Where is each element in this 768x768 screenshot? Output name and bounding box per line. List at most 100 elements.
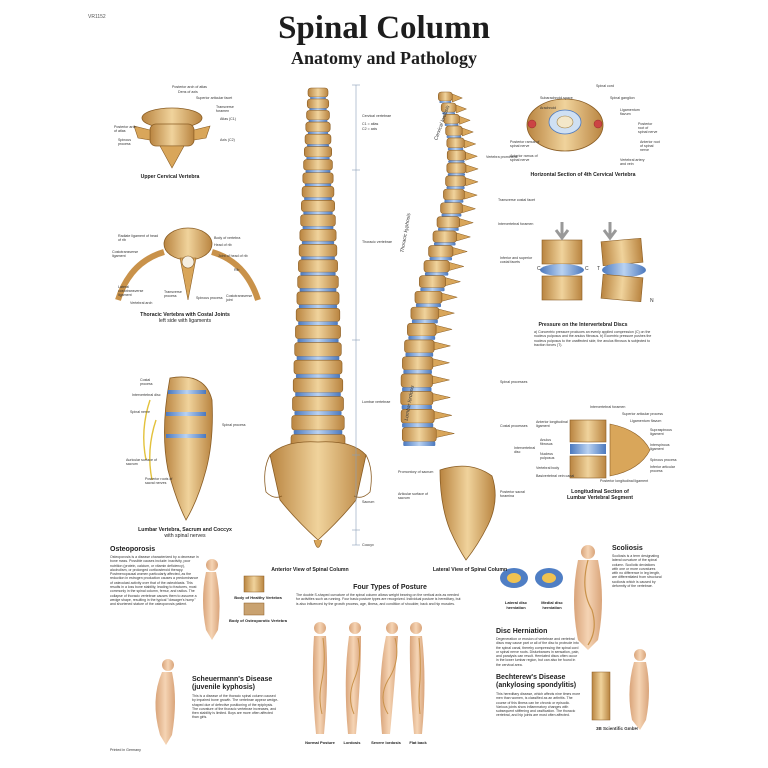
pressure-marker: N [650, 298, 654, 304]
horizontal-label: Vertebral artery and vein [620, 158, 645, 166]
osteoporosis-text: Osteoporosis is a disease characterized … [110, 555, 199, 607]
anterior-disc [296, 356, 340, 361]
anterior-vertebra [294, 342, 342, 357]
pressure-caption: Pressure on the Intervertebral Discs [538, 322, 628, 328]
cervical-label: Dens of axis [178, 90, 198, 94]
publisher-label: 3B Scientific GmbH [596, 726, 638, 731]
lateral-spinous-process [465, 151, 479, 161]
lateral-spinous-process [441, 292, 459, 302]
scoliosis-figure [574, 545, 602, 650]
bechterew-text: This hereditary disease, which affects n… [496, 692, 581, 718]
lumbar-label: Posterior roots of sacral nerves [145, 477, 173, 485]
lateral-herniation-label: Lateral disc herniation [504, 600, 528, 610]
lateral-disc [448, 160, 465, 163]
thoracic-vertebra-illustration [115, 227, 261, 301]
thoracic-caption: Thoracic Vertebra with Costal Joints [140, 312, 230, 318]
lateral-spinous-process [452, 247, 469, 256]
horizontal-caption: Horizontal Section of 4th Cervical Verte… [530, 172, 636, 178]
lateral-spinous-process [461, 127, 475, 137]
long-label: Anulus fibrosus [540, 438, 553, 446]
anterior-disc [307, 131, 329, 135]
upper-cervical-illustration [133, 107, 211, 169]
scheuermann-heading-2: (juvenile kyphosis) [192, 684, 256, 691]
lateral-vertebra [438, 91, 453, 102]
pressure-illustration [540, 222, 646, 303]
posture-heading: Four Types of Posture [353, 584, 427, 591]
thoracic-label: Spinous process [196, 296, 223, 300]
anterior-disc [307, 144, 329, 147]
longitudinal-caption: Longitudinal Section of [571, 489, 629, 495]
scheuermann-text: This is a disease of the thoracic spinal… [192, 694, 279, 720]
horizontal-label: Anterior root of spinal nerve [640, 140, 660, 152]
anterior-vertebra [293, 359, 343, 375]
lumbar-caption: Lumbar Vertebra, Sacrum and Coccyx [138, 527, 232, 533]
posture-figure-spine [350, 637, 361, 715]
anterior-vertebra [304, 146, 332, 158]
lateral-vertebra [404, 339, 435, 354]
anterior-vertebra [296, 291, 340, 306]
anterior-vertebra [300, 214, 336, 227]
region-coccyx-label: Coccyx [362, 543, 374, 547]
cervical-label: Spinous process [118, 138, 131, 146]
axis-label: C2 = axis [362, 127, 378, 131]
region-thoracic-label: Thoracic vertebrae [362, 240, 392, 244]
horizontal-label: Posterior root of spinal nerve [638, 122, 658, 134]
anterior-vertebra [305, 121, 331, 133]
upper-cervical-caption: Upper Cervical Vertebra [140, 174, 200, 180]
anterior-vertebra [306, 110, 330, 121]
lateral-spinous-process [433, 341, 451, 351]
lateral-vertebra [436, 216, 461, 229]
horizontal-label: Spinal cord [596, 84, 614, 88]
lateral-disc [441, 213, 462, 217]
lateral-spinous-process [465, 177, 479, 187]
lateral-vertebra [423, 260, 450, 273]
anterior-vertebra [297, 275, 339, 289]
lateral-disc [447, 147, 464, 151]
lateral-disc [429, 257, 452, 261]
lateral-spinous-process [459, 115, 471, 125]
lateral-label: Intervertebral foramen [498, 222, 534, 226]
posture-figure-head [410, 622, 422, 634]
long-label: Intervertebral disc [514, 446, 536, 454]
long-label: Inferior articular process [650, 465, 675, 473]
posture-normal-label: Normal Posture [305, 740, 335, 745]
herniation-illustrations [500, 568, 563, 588]
lateral-disc [447, 173, 466, 176]
lumbar-label: Intervertebral disc [132, 393, 161, 397]
lateral-disc [401, 405, 432, 410]
scheuermann-figure [155, 659, 175, 745]
anterior-disc [304, 197, 332, 201]
lateral-disc [446, 135, 462, 138]
anterior-disc [294, 411, 342, 416]
anterior-vertebra [295, 324, 341, 339]
thoracic-subcaption: left side with ligaments [158, 318, 212, 324]
longitudinal-section-illustration [569, 419, 651, 479]
posture-figure-body [345, 636, 361, 734]
thoracic-label: Rib [234, 268, 240, 272]
posture-figure-spine [382, 637, 398, 715]
lateral-vertebra [419, 275, 446, 289]
long-label: Superior articular process [622, 412, 663, 416]
lateral-spinous-process [465, 164, 479, 174]
lateral-disc [439, 101, 452, 103]
lateral-disc [403, 441, 436, 446]
bechterew-heading-2: (ankylosing spondylitis) [496, 682, 577, 689]
lateral-vertebra [446, 149, 466, 161]
lumbar-label: Spinal nerve [130, 410, 150, 414]
lateral-label: Costal processes [500, 424, 528, 428]
anterior-vertebra [301, 186, 335, 198]
lateral-disc [405, 352, 434, 357]
cervical-label: Atlas (C1) [220, 117, 236, 121]
anterior-disc [295, 392, 341, 397]
thoracic-label: Body of vertebra [214, 236, 241, 240]
anterior-vertebra [299, 229, 337, 242]
anterior-disc [305, 170, 331, 173]
anterior-disc [298, 321, 338, 326]
posture-figure-head [349, 622, 361, 634]
lateral-spinous-process [464, 139, 477, 149]
posture-figure-body [380, 636, 398, 734]
anterior-vertebra [292, 396, 344, 412]
horizontal-label: Spinal ganglion [610, 96, 635, 100]
posture-figure-spine [418, 637, 421, 715]
